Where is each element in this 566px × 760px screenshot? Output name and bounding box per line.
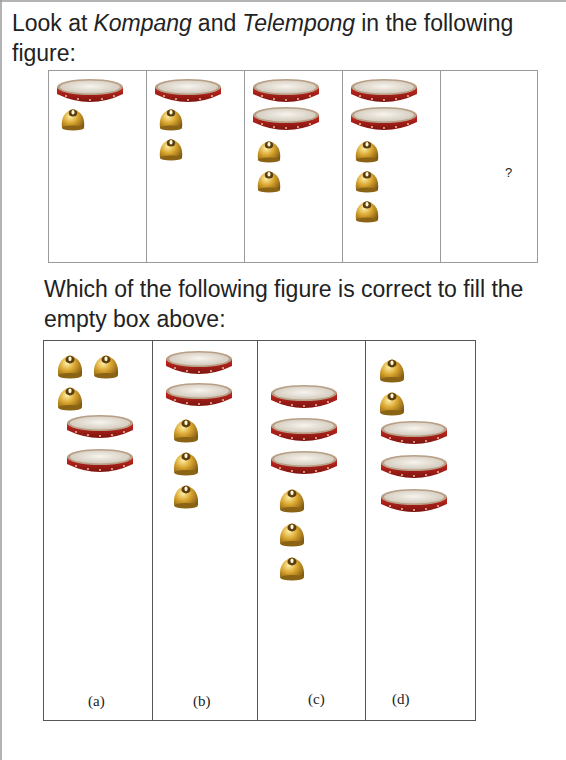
kompang-drum (271, 451, 337, 474)
frame-line (0, 0, 2, 760)
answer-panel: (d) (365, 340, 476, 721)
kompang-drum (381, 489, 447, 512)
instrument-name: Kompang (93, 10, 191, 36)
telempong-gong (356, 201, 379, 223)
kompang-drum (67, 415, 133, 438)
telempong-gong (58, 387, 82, 410)
answer-panel: (a) (43, 340, 153, 721)
telempong-gong (160, 139, 183, 161)
telempong-gong (174, 452, 198, 475)
sequence-panel (147, 71, 245, 263)
kompang-drum (67, 449, 133, 472)
option-label: (b) (193, 693, 211, 710)
kompang-drum (381, 455, 447, 478)
kompang-drum (155, 79, 221, 102)
telempong-gong (58, 355, 82, 378)
telempong-gong (356, 171, 379, 193)
telempong-gong (258, 141, 281, 163)
frame-line (0, 0, 566, 2)
option-label: (d) (392, 691, 410, 708)
question-text: Look at (12, 10, 87, 36)
telempong-gong (160, 109, 183, 131)
answer-panel: (c) (257, 340, 366, 721)
option-label: (c) (308, 691, 325, 708)
kompang-drum (351, 107, 417, 130)
question-text: Which of the following figure is correct… (44, 276, 523, 332)
answer-panel: (b) (152, 340, 258, 721)
telempong-gong (94, 355, 118, 378)
kompang-drum (253, 79, 319, 102)
telempong-gong (380, 359, 404, 382)
option-label: (a) (88, 693, 105, 710)
telempong-gong (380, 392, 404, 415)
empty-sequence-panel: ? (440, 70, 538, 263)
telempong-gong (174, 419, 198, 442)
telempong-gong (356, 141, 379, 163)
question-paragraph: Which of the following figure is correct… (44, 274, 544, 334)
telempong-gong (258, 171, 281, 193)
kompang-drum (57, 79, 123, 102)
telempong-gong (174, 485, 198, 508)
question-paragraph: Look atKompangandTelempongin the followi… (12, 8, 532, 68)
kompang-drum (381, 421, 447, 444)
sequence-panel (343, 71, 441, 263)
telempong-gong (280, 523, 304, 546)
telempong-gong (62, 109, 85, 131)
kompang-drum (166, 383, 232, 406)
missing-mark: ? (505, 165, 512, 180)
kompang-drum (351, 79, 417, 102)
kompang-drum (271, 385, 337, 408)
kompang-drum (271, 418, 337, 441)
instrument-name: Telempong (242, 10, 355, 36)
sequence-panel (49, 71, 147, 263)
sequence-panel (245, 71, 343, 263)
telempong-gong (280, 489, 304, 512)
question-text: and (198, 10, 236, 36)
kompang-drum (166, 351, 232, 374)
kompang-drum (253, 107, 319, 130)
telempong-gong (280, 557, 304, 580)
